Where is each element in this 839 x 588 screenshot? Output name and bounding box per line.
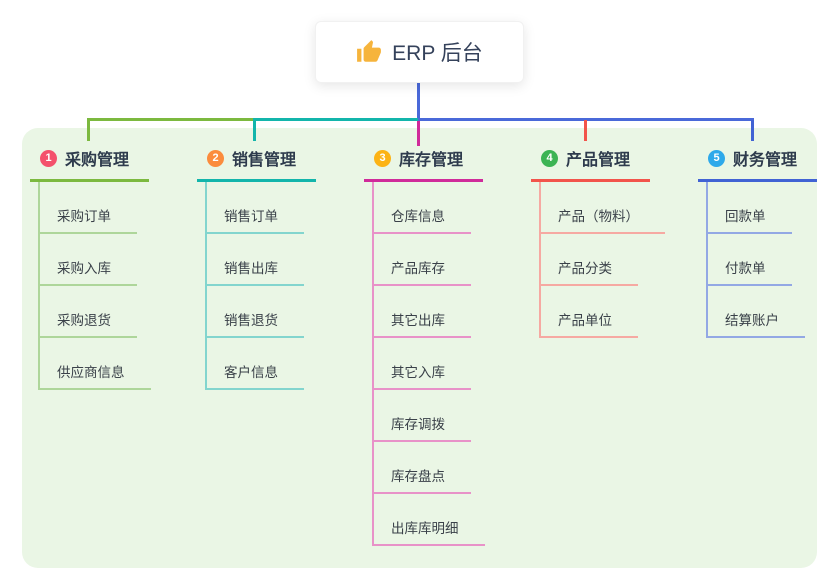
branch-number-badge: 2 — [207, 149, 224, 167]
thumbs-up-icon — [357, 40, 382, 62]
root-node[interactable]: ERP 后台 — [315, 21, 524, 83]
child-item[interactable]: 销售订单 — [207, 182, 304, 234]
branch-label: 财务管理 — [733, 152, 798, 169]
child-item[interactable]: 采购退货 — [40, 286, 137, 338]
branch-title-purchase[interactable]: 1 采购管理 — [30, 146, 149, 182]
branch-children: 仓库信息 产品库存 其它出库 其它入库 库存调拨 库存盘点 出库库明细 — [372, 182, 485, 546]
child-item[interactable]: 回款单 — [708, 182, 792, 234]
branch-number-badge: 3 — [374, 149, 391, 167]
child-item[interactable]: 客户信息 — [207, 338, 304, 390]
branch-number-badge: 4 — [541, 149, 558, 167]
branch-label: 销售管理 — [232, 152, 297, 169]
child-item[interactable]: 库存调拨 — [374, 390, 471, 442]
child-item[interactable]: 产品（物料） — [541, 182, 665, 234]
branch-title-finance[interactable]: 5 财务管理 — [698, 146, 817, 182]
branch-title-product[interactable]: 4 产品管理 — [531, 146, 650, 182]
branches-panel — [22, 128, 817, 568]
branch-finance: 5 财务管理 回款单 付款单 结算账户 — [698, 146, 817, 338]
branch-label: 库存管理 — [399, 152, 464, 169]
branch-children: 采购订单 采购入库 采购退货 供应商信息 — [38, 182, 151, 390]
branch-children: 销售订单 销售出库 销售退货 客户信息 — [205, 182, 316, 390]
child-item[interactable]: 出库库明细 — [374, 494, 485, 546]
branch-title-inventory[interactable]: 3 库存管理 — [364, 146, 483, 182]
connector-drop-sales — [253, 120, 256, 141]
branch-label: 采购管理 — [65, 152, 130, 169]
child-item[interactable]: 销售出库 — [207, 234, 304, 286]
root-title: ERP 后台 — [392, 42, 483, 65]
branch-children: 回款单 付款单 结算账户 — [706, 182, 817, 338]
branch-product: 4 产品管理 产品（物料） 产品分类 产品单位 — [531, 146, 665, 338]
child-item[interactable]: 其它入库 — [374, 338, 471, 390]
child-item[interactable]: 销售退货 — [207, 286, 304, 338]
branch-purchase: 1 采购管理 采购订单 采购入库 采购退货 供应商信息 — [30, 146, 151, 390]
branch-label: 产品管理 — [566, 152, 631, 169]
connector-drop-finance — [751, 120, 754, 141]
connector-root-vertical — [417, 83, 420, 121]
branch-title-sales[interactable]: 2 销售管理 — [197, 146, 316, 182]
child-item[interactable]: 供应商信息 — [40, 338, 151, 390]
child-item[interactable]: 产品分类 — [541, 234, 638, 286]
child-item[interactable]: 付款单 — [708, 234, 792, 286]
child-item[interactable]: 结算账户 — [708, 286, 805, 338]
connector-horizontal-purchase — [87, 118, 254, 121]
child-item[interactable]: 采购订单 — [40, 182, 137, 234]
connector-drop-purchase — [87, 120, 90, 141]
connector-horizontal-sales — [253, 118, 418, 121]
child-item[interactable]: 其它出库 — [374, 286, 471, 338]
connector-drop-product — [584, 120, 587, 141]
connector-horizontal-right — [420, 118, 754, 121]
branch-children: 产品（物料） 产品分类 产品单位 — [539, 182, 665, 338]
branch-number-badge: 1 — [40, 149, 57, 167]
connector-drop-inventory — [417, 121, 420, 146]
child-item[interactable]: 采购入库 — [40, 234, 137, 286]
child-item[interactable]: 仓库信息 — [374, 182, 471, 234]
branch-sales: 2 销售管理 销售订单 销售出库 销售退货 客户信息 — [197, 146, 316, 390]
child-item[interactable]: 产品库存 — [374, 234, 471, 286]
child-item[interactable]: 产品单位 — [541, 286, 638, 338]
child-item[interactable]: 库存盘点 — [374, 442, 471, 494]
branch-number-badge: 5 — [708, 149, 725, 167]
branch-inventory: 3 库存管理 仓库信息 产品库存 其它出库 其它入库 库存调拨 库存盘点 出库库… — [364, 146, 485, 546]
